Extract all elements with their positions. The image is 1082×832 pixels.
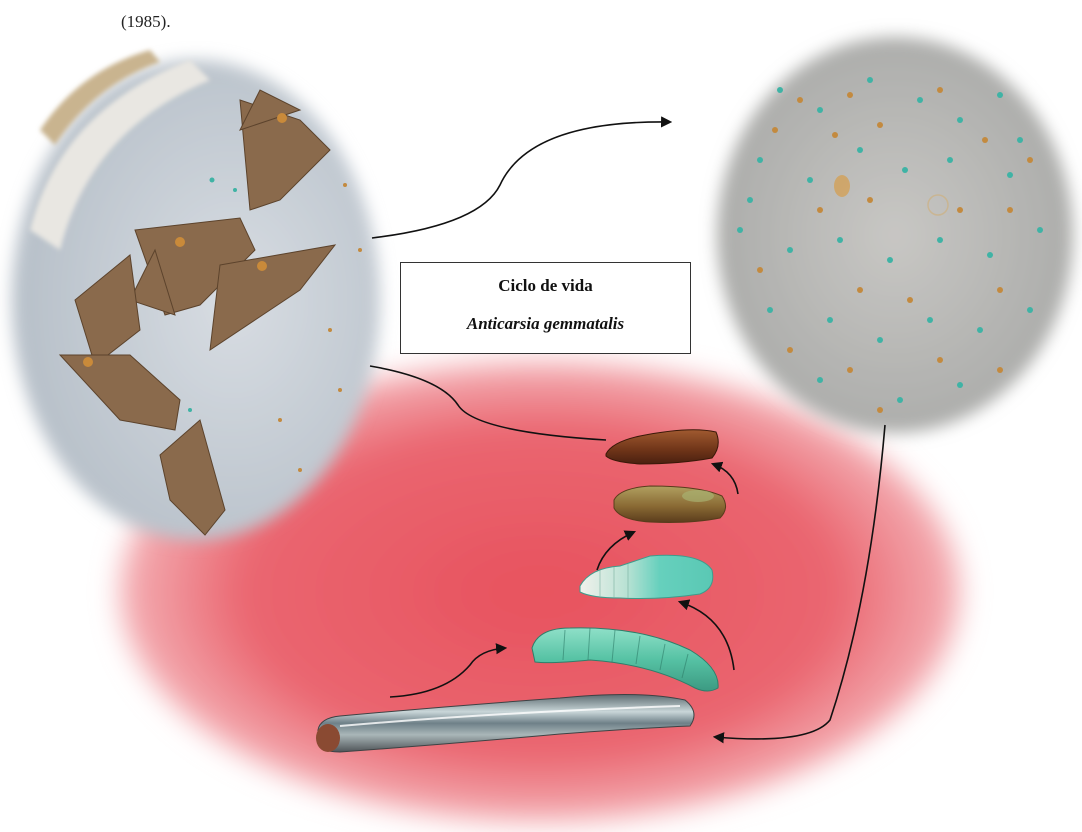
arrow-moths-to-eggs	[372, 122, 670, 238]
eggs-icon	[717, 37, 1073, 433]
title-line-1: Ciclo de vida	[401, 276, 690, 296]
title-box: Ciclo de vida Anticarsia gemmatalis	[400, 262, 691, 354]
young-pupa-icon	[614, 486, 726, 523]
title-line-2: Anticarsia gemmatalis	[401, 314, 690, 334]
adult-moths-icon	[12, 50, 380, 540]
